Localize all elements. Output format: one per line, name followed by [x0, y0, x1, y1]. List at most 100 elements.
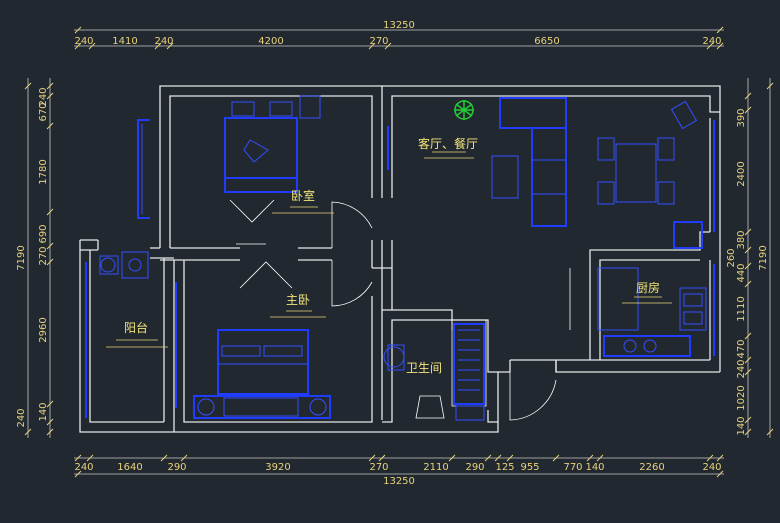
dimension-tick — [378, 454, 386, 462]
dimension-tick — [586, 454, 594, 462]
bottom-dim-9: 955 — [520, 462, 539, 473]
dimension-tick — [46, 400, 54, 408]
dimension-tick — [46, 92, 54, 100]
dimension-tick — [180, 454, 188, 462]
dimension-tick — [716, 454, 724, 462]
bottom-dim-1: 240 — [74, 462, 93, 473]
room-label-kitchen: 厨房 — [636, 280, 660, 295]
dimension-tick — [368, 454, 376, 462]
dimension-tick — [506, 454, 514, 462]
master-bed — [193, 329, 331, 419]
bottom-dim-4: 3920 — [265, 462, 290, 473]
bedroom-door-marks — [229, 199, 293, 289]
left-dim-5: 270 — [38, 246, 49, 265]
right-dim-5: 440 — [736, 263, 747, 282]
dimension-tick — [74, 454, 82, 462]
dimension-tick — [484, 454, 492, 462]
bottom-dim-7: 290 — [465, 462, 484, 473]
dimension-tick — [46, 428, 54, 436]
dimension-tick — [384, 42, 392, 50]
left-dim-8: 240 — [16, 408, 27, 427]
top-dim-2: 1410 — [112, 36, 137, 47]
bottom-dim-11: 140 — [585, 462, 604, 473]
bottom-total: 13250 — [383, 476, 415, 487]
dimension-tick — [744, 106, 752, 114]
dimension-tick — [766, 82, 774, 90]
dimension-tick — [494, 454, 502, 462]
top-dim-6: 6650 — [534, 36, 559, 47]
left-dim-7: 140 — [38, 402, 49, 421]
dimension-tick — [86, 454, 94, 462]
bottom-dim-13: 240 — [702, 462, 721, 473]
left-dim-1: 240 — [38, 87, 49, 106]
dimension-tick — [368, 42, 376, 50]
dimension-tick — [744, 368, 752, 376]
right-dim-2: 2400 — [736, 161, 747, 186]
tv-cabinet — [670, 100, 703, 249]
dimension-tick — [744, 228, 752, 236]
walls — [79, 85, 721, 433]
plant — [454, 100, 474, 120]
dimension-tick — [74, 470, 82, 478]
right-dim-8: 240 — [736, 359, 747, 378]
dimension-tick — [552, 454, 560, 462]
dimension-tick — [46, 418, 54, 426]
right-dim-9: 1020 — [736, 385, 747, 410]
dimension-tick — [744, 262, 752, 270]
dimension-tick — [88, 42, 96, 50]
dimension-tick — [744, 246, 752, 254]
dimension-tick — [744, 280, 752, 288]
dimension-tick — [160, 454, 168, 462]
bottom-dim-10: 770 — [563, 462, 582, 473]
dimension-tick — [74, 26, 82, 34]
dimension-tick — [706, 42, 714, 50]
top-total: 13250 — [383, 20, 415, 31]
dining-table — [597, 137, 675, 205]
bottom-dim-12: 2260 — [639, 462, 664, 473]
dimension-tick — [154, 42, 162, 50]
right-dim-1: 390 — [736, 108, 747, 127]
bottom-dim-6: 2110 — [423, 462, 448, 473]
doors — [331, 201, 557, 421]
top-dim-4: 4200 — [258, 36, 283, 47]
dimension-tick — [46, 122, 54, 130]
right-total: 7190 — [758, 245, 769, 270]
bottom-dim-3: 290 — [167, 462, 186, 473]
dimension-tick — [24, 82, 32, 90]
right-dim-3: 380 — [736, 230, 747, 249]
top-dim-1: 240 — [74, 36, 93, 47]
bottom-dim-2: 1640 — [117, 462, 142, 473]
dimension-tick — [46, 242, 54, 250]
bottom-dimension-line: 240 1640 290 3920 270 2110 290 125 955 7… — [74, 454, 724, 487]
kitchen-counter — [569, 267, 707, 357]
dimension-tick — [24, 428, 32, 436]
dimension-tick — [716, 26, 724, 34]
dimension-tick — [706, 454, 714, 462]
right-dim-7: 470 — [736, 339, 747, 358]
room-label-living-dining: 客厅、餐厅 — [418, 136, 478, 151]
dimension-tick — [46, 82, 54, 90]
left-total: 7190 — [16, 245, 27, 270]
right-dim-6: 1110 — [736, 296, 747, 321]
dimension-tick — [716, 470, 724, 478]
right-dim-4: 260 — [726, 248, 737, 267]
left-dim-6: 2960 — [38, 317, 49, 342]
dimension-tick — [744, 332, 752, 340]
dimension-tick — [74, 42, 82, 50]
dimension-tick — [46, 258, 54, 266]
left-dimension-line: 240 670 1780 690 270 2960 140 240 7190 — [16, 78, 54, 438]
dimension-tick — [766, 428, 774, 436]
bottom-dim-8: 125 — [495, 462, 514, 473]
bottom-dim-5: 270 — [369, 462, 388, 473]
top-dimension-line: 240 1410 240 4200 270 6650 240 13250 — [74, 20, 724, 50]
room-annotation-marks — [106, 151, 672, 348]
balcony-washer — [99, 251, 149, 279]
room-labels: 卧室 主卧 客厅、餐厅 厨房 卫生间 阳台 — [124, 136, 660, 375]
room-label-bathroom: 卫生间 — [406, 361, 442, 375]
dimension-tick — [166, 42, 174, 50]
dimension-tick — [744, 428, 752, 436]
dimension-tick — [744, 356, 752, 364]
right-dimension-line: 390 2400 380 260 440 1110 470 240 1020 1… — [726, 78, 774, 438]
